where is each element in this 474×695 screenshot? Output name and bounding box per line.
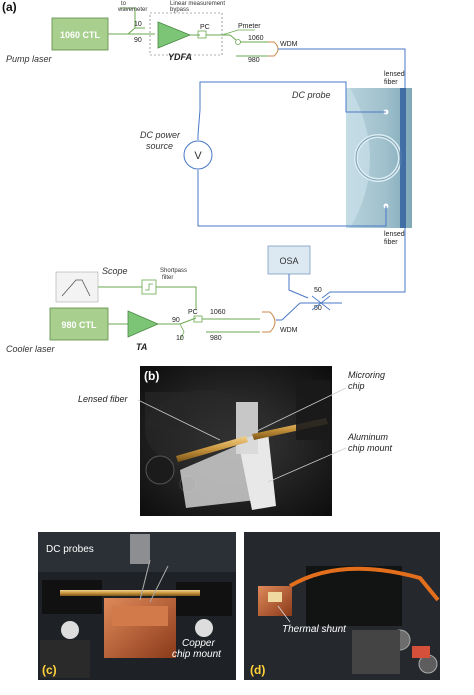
pmeter-label: Pmeter — [238, 23, 261, 30]
panel-a-letter: (a) — [2, 0, 17, 14]
ta-label: TA — [136, 342, 147, 352]
scope-trace-icon — [61, 279, 91, 297]
osa-label: OSA — [279, 256, 298, 266]
wdm-top-980: 980 — [248, 57, 260, 64]
split-90-label: 90 — [134, 37, 142, 44]
split-10b-label: 10 — [176, 335, 184, 342]
split-90b-label: 90 — [172, 317, 180, 324]
scope-label: Scope — [102, 266, 128, 276]
dc-wire-bottom — [197, 170, 387, 227]
ydfa-amplifier — [157, 21, 192, 49]
voltmeter-icon — [183, 140, 213, 170]
wdm-bottom-label: WDM — [280, 327, 298, 334]
panel-b-letter: (b) — [144, 369, 159, 383]
ta-amplifier — [127, 310, 160, 338]
cooler-laser-box-label: 980 CTL — [61, 320, 97, 330]
pc-bottom-label: PC — [188, 309, 198, 316]
pc-top-label: PC — [200, 24, 210, 31]
pump-laser-label: Pump laser — [6, 54, 53, 64]
thermal-shunt-label: Thermal shunt — [282, 624, 347, 635]
panel-c-letter: (c) — [42, 663, 57, 677]
wdm-bottom — [262, 311, 276, 333]
orange-fiber — [288, 566, 440, 602]
dc-wire-top — [197, 81, 386, 140]
panel-d-letter: (d) — [250, 663, 265, 677]
ydfa-label: YDFA — [168, 52, 192, 62]
wdm-top — [268, 41, 279, 57]
wdm-bottom-980: 980 — [210, 335, 222, 342]
pump-fiber — [108, 27, 145, 35]
split-10-label: 10 — [134, 21, 142, 28]
wdm-top-label: WDM — [280, 41, 298, 48]
wdm-bottom-1060: 1060 — [210, 309, 226, 316]
lensed-fiber-label: Lensed fiber — [78, 394, 129, 404]
bypass-box — [149, 12, 223, 56]
cooler-laser-label: Cooler laser — [6, 344, 56, 354]
pump-laser-box-label: 1060 CTL — [60, 30, 101, 40]
split-50b-label: 50 — [314, 305, 322, 312]
wdm-top-1060: 1060 — [248, 35, 264, 42]
scope-box — [55, 271, 99, 303]
pump-laser-box — [51, 17, 109, 51]
voltmeter-symbol: V — [194, 150, 202, 162]
bus-waveguide — [400, 88, 406, 228]
pc-bottom — [193, 315, 203, 323]
split-50a-label: 50 — [314, 287, 322, 294]
fiber-rod-c — [60, 590, 200, 596]
dc-probes-label: DC probes — [46, 544, 94, 555]
dc-probe-label: DC probe — [292, 90, 331, 100]
lensed-fiber-rod-left — [176, 436, 248, 462]
